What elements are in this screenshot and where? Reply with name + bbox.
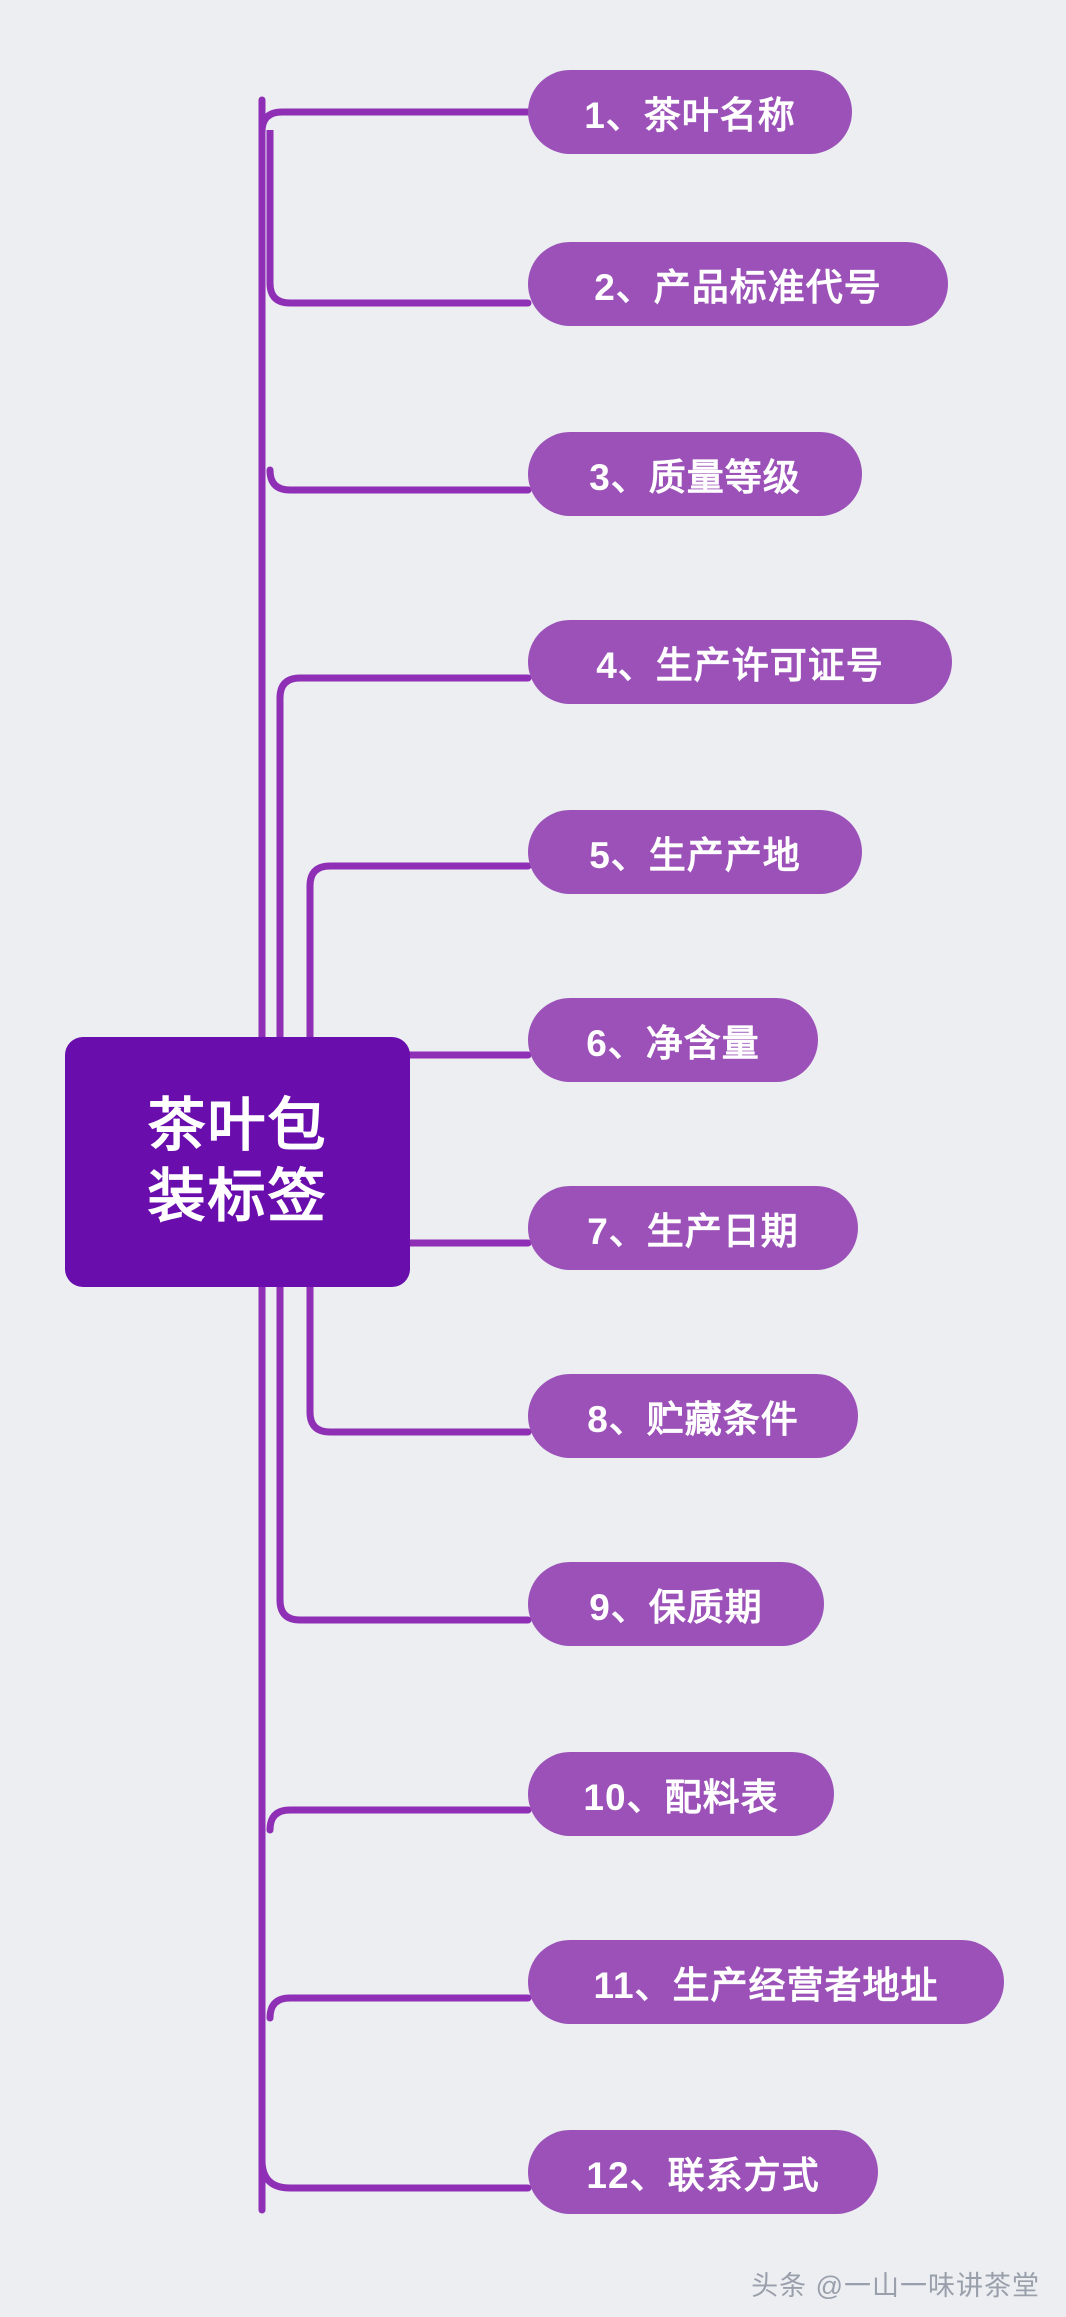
node-12-label: 12、联系方式 [586, 2155, 820, 2196]
node-5-label: 5、生产产地 [589, 835, 801, 876]
node-1-label: 1、茶叶名称 [584, 95, 796, 136]
node-10-label: 10、配料表 [583, 1777, 779, 1818]
node-6-label: 6、净含量 [586, 1023, 760, 1064]
node-4-label: 4、生产许可证号 [596, 645, 884, 686]
node-2[interactable]: 2、产品标准代号 [528, 242, 948, 326]
node-4[interactable]: 4、生产许可证号 [528, 620, 952, 704]
node-6[interactable]: 6、净含量 [528, 998, 818, 1082]
root-node[interactable]: 茶叶包 装标签 [65, 1037, 410, 1287]
node-10[interactable]: 10、配料表 [528, 1752, 834, 1836]
root-node-label: 茶叶包 装标签 [147, 1091, 327, 1233]
root-label-line1: 茶叶包 [147, 1093, 328, 1159]
node-7-label: 7、生产日期 [587, 1211, 799, 1252]
node-3[interactable]: 3、质量等级 [528, 432, 862, 516]
node-7[interactable]: 7、生产日期 [528, 1186, 858, 1270]
node-9[interactable]: 9、保质期 [528, 1562, 824, 1646]
node-9-label: 9、保质期 [589, 1587, 763, 1628]
node-11[interactable]: 11、生产经营者地址 [528, 1940, 1004, 2024]
node-3-label: 3、质量等级 [589, 457, 801, 498]
node-11-label: 11、生产经营者地址 [593, 1965, 939, 2006]
root-label-line2: 装标签 [147, 1164, 328, 1229]
watermark-text: 头条 @一山一味讲茶堂 [751, 2271, 1040, 2301]
node-12[interactable]: 12、联系方式 [528, 2130, 878, 2214]
node-8-label: 8、贮藏条件 [587, 1399, 799, 1440]
node-1[interactable]: 1、茶叶名称 [528, 70, 852, 154]
node-2-label: 2、产品标准代号 [594, 267, 882, 308]
node-8[interactable]: 8、贮藏条件 [528, 1374, 858, 1458]
node-5[interactable]: 5、生产产地 [528, 810, 862, 894]
